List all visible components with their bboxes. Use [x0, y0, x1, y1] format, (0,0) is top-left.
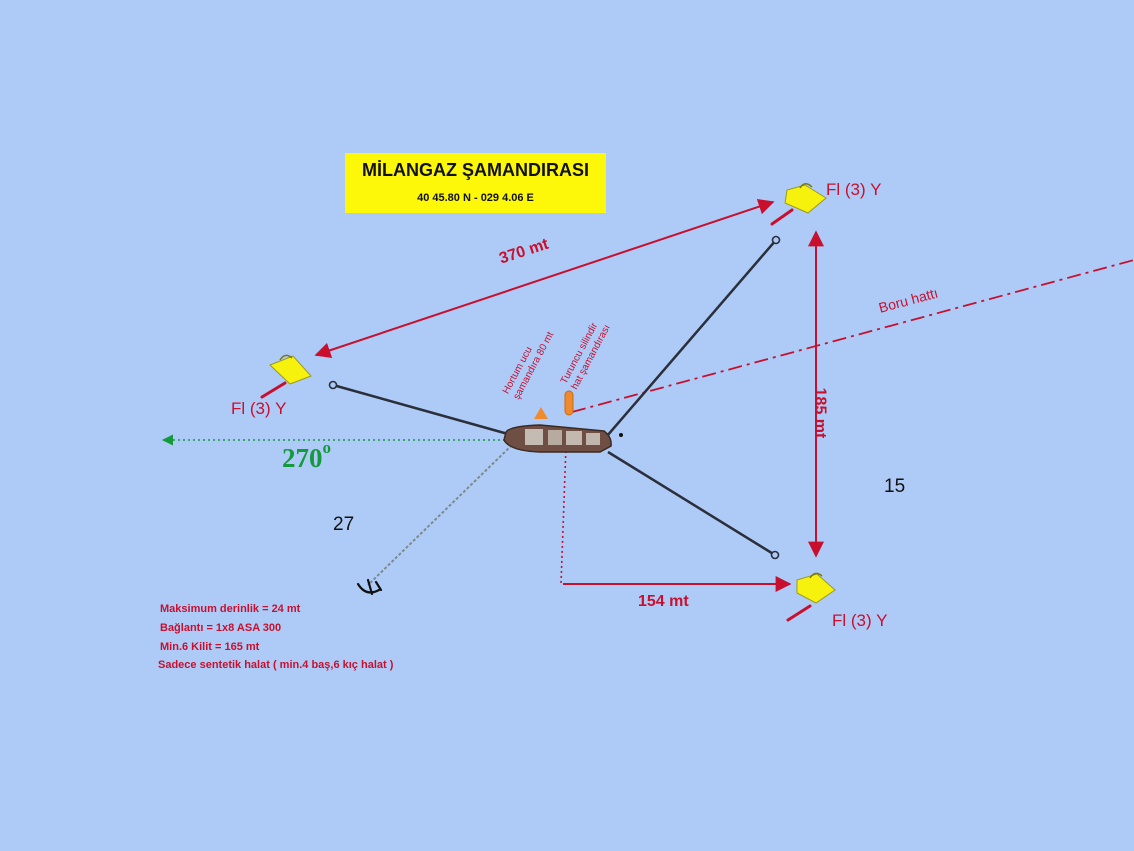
heading-value: 270 — [282, 443, 323, 473]
mooring-line-ne — [606, 239, 777, 437]
orange-cylinder-buoy — [564, 390, 574, 416]
pipeline-line — [571, 259, 1134, 413]
title-coordinates: 40 45.80 N - 029 4.06 E — [417, 192, 534, 204]
buoy-nw — [260, 354, 312, 399]
mooring-line-nw — [332, 383, 509, 436]
heading-label: 270o — [282, 438, 331, 474]
note-max-depth: Maksimum derinlik = 24 mt — [160, 603, 301, 615]
distance-label-154: 154 mt — [638, 593, 689, 610]
heading-unit: o — [322, 438, 332, 457]
buoy-ne — [770, 183, 827, 226]
note-synthetic-rope: Sadece sentetik halat ( min.4 baş,6 kıç … — [158, 659, 394, 671]
note-connection: Bağlantı = 1x8 ASA 300 — [160, 622, 282, 634]
mooring-end-se — [770, 550, 780, 560]
mooring-end-nw — [328, 380, 338, 390]
hose-end-buoy — [534, 407, 548, 419]
title-box: MİLANGAZ ŞAMANDIRASI 40 45.80 N - 029 4.… — [345, 153, 606, 213]
depth-east: 15 — [884, 476, 906, 497]
note-lock: Min.6 Kilit = 165 mt — [160, 641, 260, 653]
stern-point — [619, 433, 623, 437]
title-name: MİLANGAZ ŞAMANDIRASI — [362, 160, 589, 180]
anchor-icon — [356, 578, 383, 596]
tanker-ship — [503, 424, 612, 453]
mooring-end-ne — [771, 235, 781, 245]
distance-label-185: 185 mt — [811, 387, 829, 439]
buoy-label-ne: Fl (3) Y — [826, 180, 882, 199]
mooring-line-se — [607, 450, 776, 557]
depth-west: 27 — [333, 514, 355, 535]
ship-reference-dotted — [560, 445, 567, 585]
buoy-se — [786, 572, 836, 622]
distance-arrow-370 — [314, 198, 775, 359]
buoy-label-se: Fl (3) Y — [832, 611, 888, 630]
buoy-label-nw: Fl (3) Y — [231, 399, 287, 418]
anchor-chain — [367, 444, 513, 586]
